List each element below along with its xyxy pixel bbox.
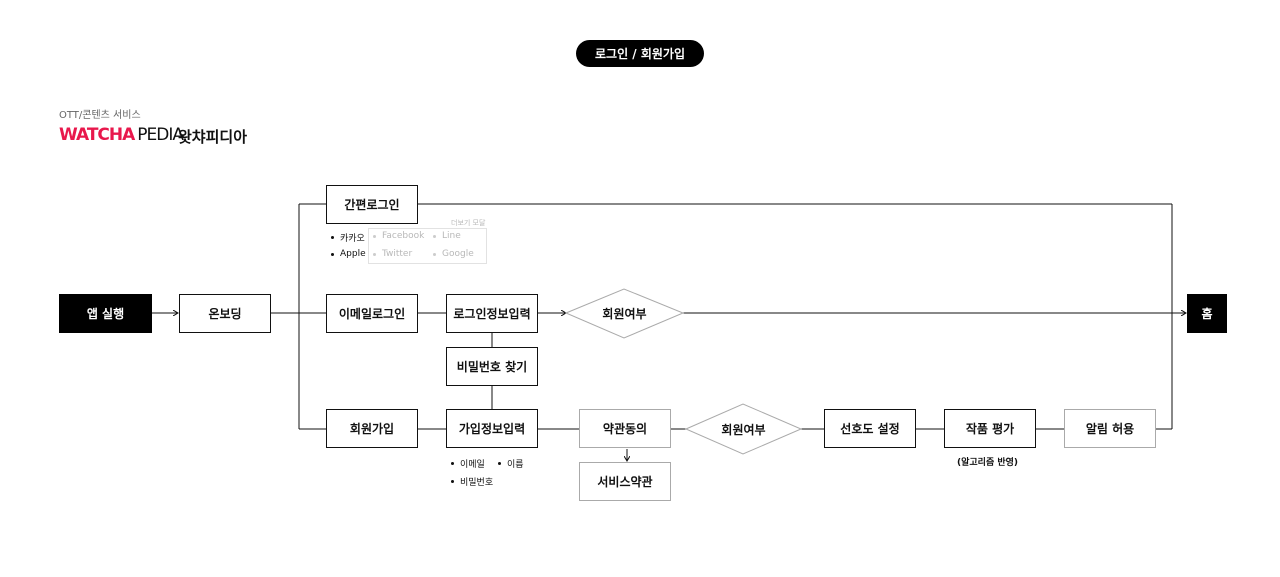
node-home: 홈: [1187, 294, 1227, 333]
easy-login-option-google: Google: [433, 249, 474, 259]
easy-login-option-kakao: 카카오: [331, 231, 365, 244]
node-signup-info-input: 가입정보입력: [446, 409, 538, 448]
more-options-modal: [368, 228, 487, 264]
brand-logo-part2: PEDIA: [137, 125, 184, 145]
page-title: 로그인 / 회원가입: [576, 40, 704, 67]
node-find-password: 비밀번호 찾기: [446, 347, 538, 386]
easy-login-option-twitter: Twitter: [373, 249, 412, 259]
node-terms-agree: 약관동의: [579, 409, 671, 448]
decision-label-signup: 회원여부: [721, 422, 766, 437]
node-app-launch: 앱 실행: [59, 294, 152, 333]
node-onboarding: 온보딩: [179, 294, 271, 333]
decision-label-login: 회원여부: [602, 306, 647, 321]
node-rate-works: 작품 평가: [944, 409, 1036, 448]
more-options-modal-label: 더보기 모달: [451, 219, 486, 227]
service-category: OTT/콘텐츠 서비스: [59, 110, 141, 121]
brand-logo-part1: WATCHA: [59, 125, 135, 145]
rate-works-note: (알고리즘 반영): [957, 458, 1019, 468]
signup-field-email: 이메일: [451, 457, 485, 470]
node-preference-setting: 선호도 설정: [824, 409, 916, 448]
easy-login-option-apple: Apple: [331, 249, 366, 259]
signup-field-name: 이름: [498, 457, 524, 470]
node-allow-notifications: 알림 허용: [1064, 409, 1156, 448]
easy-login-option-line: Line: [433, 231, 461, 241]
node-email-login: 이메일로그인: [326, 294, 418, 333]
brand-logo: WATCHA PEDIA: [59, 125, 184, 145]
decision-diamond-signup: [684, 403, 803, 455]
decision-diamond-login: [564, 288, 685, 339]
brand-korean-name: 왓챠피디아: [178, 128, 248, 146]
node-signup: 회원가입: [326, 409, 418, 448]
node-easy-login: 간편로그인: [326, 185, 418, 224]
node-login-info-input: 로그인정보입력: [446, 294, 538, 333]
node-service-terms: 서비스약관: [579, 462, 671, 501]
signup-field-password: 비밀번호: [451, 475, 493, 488]
easy-login-option-facebook: Facebook: [373, 231, 424, 241]
